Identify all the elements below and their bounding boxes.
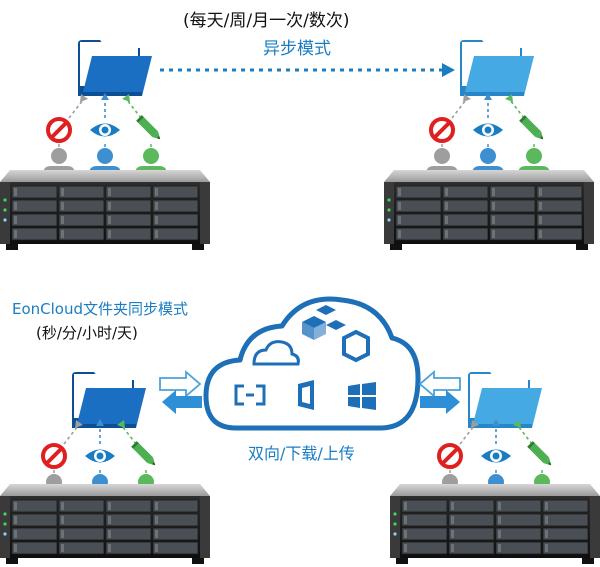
- server-rack-icon: [389, 483, 600, 565]
- server-rack-icon: [0, 483, 211, 565]
- folder-icon: [460, 40, 534, 96]
- sync-arrows-left: [159, 370, 202, 414]
- sync-frequency-label: (秒/分/小时/天): [36, 324, 138, 342]
- folder-icon: [78, 40, 152, 96]
- async-frequency-label: (每天/周/月一次/数次): [183, 11, 350, 31]
- cloud-icon: [203, 296, 421, 431]
- server-rack-icon: [0, 169, 211, 251]
- access-rights-group: [426, 93, 550, 182]
- async-mode-label: 异步模式: [263, 39, 331, 59]
- sync-arrows-right: [418, 370, 461, 414]
- sync-direction-label: 双向/下载/上传: [248, 444, 355, 463]
- access-rights-group: [43, 93, 167, 182]
- folder-icon: [72, 372, 146, 428]
- async-arrow: [160, 63, 455, 77]
- folder-sync-title: EonCloud文件夹同步模式: [12, 300, 189, 318]
- server-rack-icon: [383, 169, 595, 251]
- folder-icon: [468, 372, 542, 428]
